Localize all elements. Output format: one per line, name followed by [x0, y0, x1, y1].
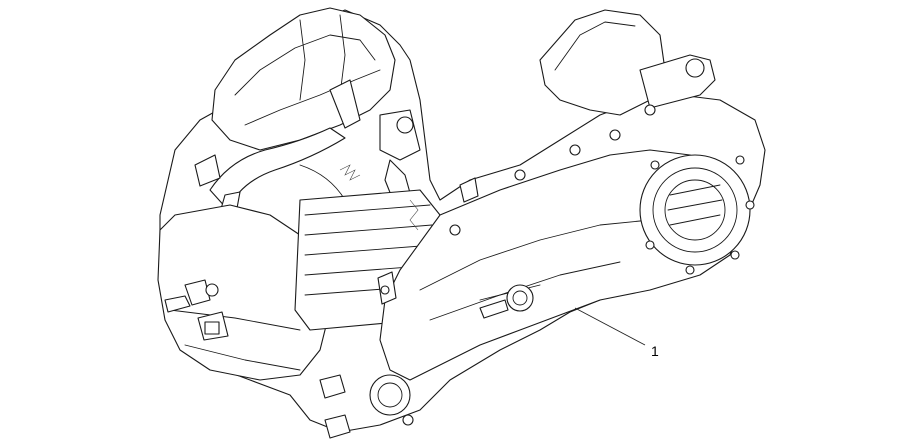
callout-leader-line [574, 307, 646, 346]
callout-1: 1 [574, 307, 659, 359]
engine-assembly [157, 7, 766, 439]
callout-label: 1 [651, 343, 659, 359]
